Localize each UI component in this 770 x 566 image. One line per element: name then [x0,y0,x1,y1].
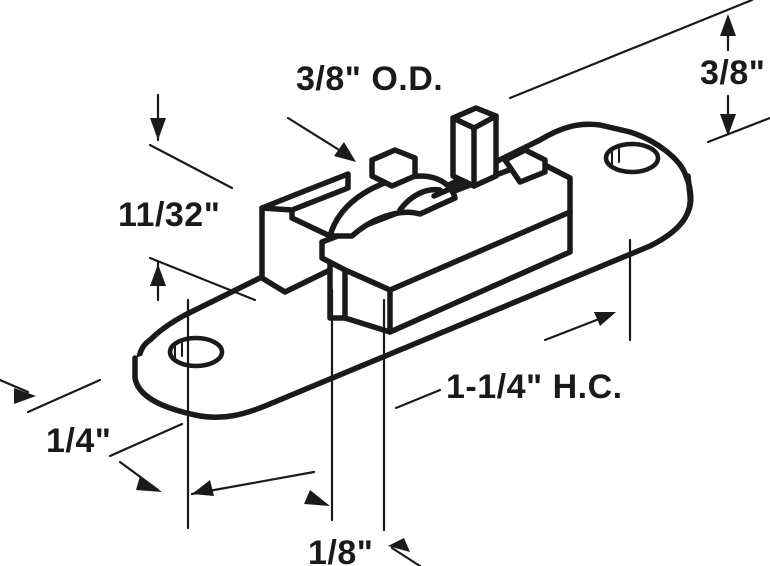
od-label: 3/8" O.D. [296,60,443,98]
dimension-labels: 3/8" O.D. 3/8" 11/32" 1-1/4" H.C. 1/4" 1… [46,54,765,566]
left-mounting-hole [167,335,225,369]
roller-housing [259,147,573,335]
width-label: 1/4" [46,422,111,460]
axle-tabs [369,105,499,199]
thickness-label: 1/8" [308,534,373,566]
roller-wheel [327,173,458,239]
right-mounting-hole [603,141,661,175]
hole-center-label: 1-1/4" H.C. [446,368,623,406]
height-left-label: 11/32" [118,196,220,234]
dimension-arrowheads [14,14,736,552]
height-right-label: 3/8" [700,54,765,92]
